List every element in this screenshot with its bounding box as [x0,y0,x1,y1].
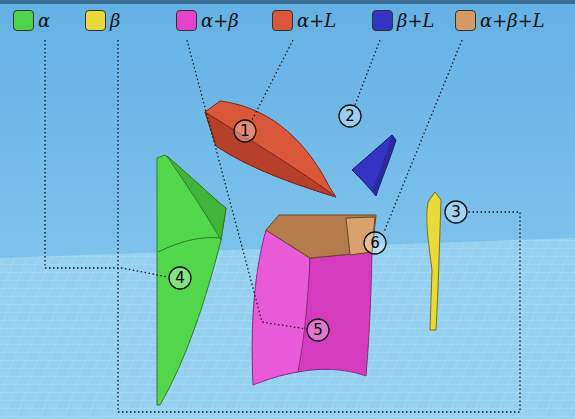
callout-number: 2 [345,109,355,124]
callout-number: 5 [313,323,323,338]
legend-entry: α [13,10,50,31]
callout-number: 3 [451,205,461,220]
callout-number: 4 [175,271,185,286]
legend-entry: β+L [372,10,434,31]
legend-label: α+L [297,12,336,30]
callout-number: 1 [240,124,250,139]
legend-label: α+β+L [480,12,545,30]
legend-swatch [455,10,476,31]
legend-label: β [110,12,120,30]
legend-entry: α+L [272,10,336,31]
legend-swatch [272,10,293,31]
legend-label: α+β [201,12,239,30]
legend-entry: α+β [176,10,239,31]
callout-number: 6 [370,236,380,251]
legend-entry: β [85,10,120,31]
legend-swatch [85,10,106,31]
legend-swatch [372,10,393,31]
legend-swatch [13,10,34,31]
legend-label: α [38,12,50,30]
legend-entry: α+β+L [455,10,545,31]
legend-label: β+L [397,12,434,30]
legend-swatch [176,10,197,31]
